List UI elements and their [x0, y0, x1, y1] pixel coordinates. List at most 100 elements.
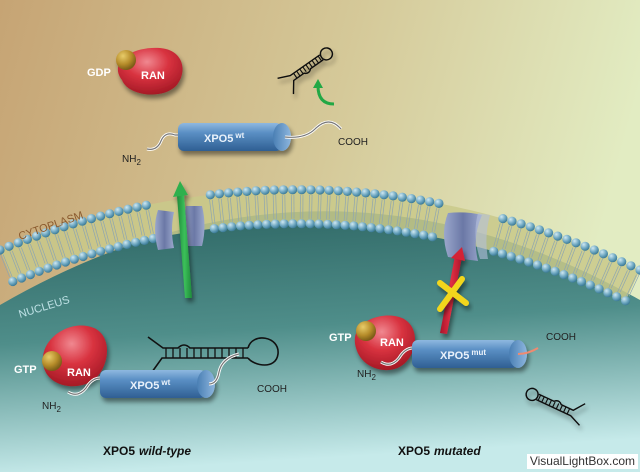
lipid-head	[506, 251, 516, 262]
nucleus-region	[0, 211, 640, 472]
xpo5-label: XPO5	[204, 133, 233, 145]
lipid-head	[544, 228, 554, 238]
ran-gdp-complex: GDP RAN	[87, 47, 183, 95]
lipid-head	[603, 288, 613, 298]
lipid-head	[227, 222, 237, 232]
lipid-head	[123, 204, 133, 214]
lipid-head	[77, 216, 87, 226]
xpo5-label: XPO5	[440, 350, 469, 362]
truncated-c-terminus	[517, 347, 539, 355]
lipid-head	[132, 202, 142, 212]
svg-text:NH2: NH2	[42, 401, 61, 414]
gtp-nucleotide	[42, 351, 62, 371]
lipid-head	[253, 220, 263, 230]
ran-label: RAN	[380, 337, 404, 349]
lipid-head	[406, 194, 416, 204]
export-arrow	[173, 181, 192, 298]
lipid-head	[534, 225, 545, 235]
lipid-head	[288, 185, 298, 195]
lipid-head	[269, 185, 279, 195]
lipid-head	[68, 219, 78, 229]
lipid-head	[113, 242, 123, 252]
lipid-head	[270, 219, 280, 229]
release-arrow	[313, 79, 335, 106]
lipid-head	[498, 214, 508, 224]
c-terminus-label: COOH	[257, 384, 287, 395]
lipid-head	[384, 225, 394, 235]
cytoplasm-mirna-hairpin	[277, 47, 334, 95]
lipid-head	[612, 292, 622, 302]
ran-label: RAN	[141, 70, 165, 82]
lipid-head	[416, 195, 426, 205]
gtp-label: GTP	[329, 332, 352, 344]
lipid-head	[357, 222, 368, 232]
lipid-head	[608, 253, 618, 263]
lipid-head	[635, 265, 640, 275]
lipid-head	[379, 190, 389, 200]
n-terminus-subscript: 2	[371, 373, 376, 382]
lipid-head	[244, 220, 254, 230]
lipid-head	[131, 237, 141, 247]
lipid-head	[410, 229, 420, 239]
lipid-head	[25, 270, 35, 280]
lipid-head	[489, 246, 499, 256]
lipid-head	[60, 257, 71, 267]
lipid-head	[401, 227, 411, 237]
lipid-head	[105, 209, 115, 219]
lipid-head	[288, 219, 298, 229]
xpo5-superscript: mut	[471, 348, 486, 357]
xpo5-cylinder-end	[273, 123, 291, 151]
lipid-head	[598, 249, 609, 259]
lipid-head	[516, 219, 526, 229]
lipid-head	[497, 249, 507, 259]
n-terminus-subscript: 2	[56, 405, 61, 414]
lipid-head	[388, 191, 398, 201]
lipid-head	[262, 219, 272, 229]
lipid-head	[585, 280, 595, 290]
lipid-head	[370, 189, 380, 199]
lipid-head	[594, 284, 604, 294]
lipid-head	[323, 219, 333, 229]
nuclear-pore-right	[444, 212, 490, 261]
lipid-head	[205, 190, 215, 200]
lipid-head	[4, 241, 14, 251]
xpo5-label: XPO5	[130, 380, 159, 392]
lipid-head	[34, 266, 44, 276]
retained-mirna-hairpin	[525, 387, 586, 426]
caption-gene: XPO5	[103, 444, 135, 458]
lipid-head	[139, 235, 149, 245]
n-terminus-label: NH	[357, 369, 371, 380]
lipid-head	[13, 238, 23, 248]
lipid-head	[305, 219, 315, 229]
lipid-head	[576, 276, 587, 287]
xpo5-cylinder-end	[197, 370, 215, 398]
lipid-head	[214, 189, 224, 199]
lipid-head	[553, 231, 563, 241]
lipid-head	[349, 221, 359, 231]
lipid-head	[397, 192, 407, 202]
svg-text:NH2: NH2	[357, 369, 376, 382]
lipid-head	[96, 246, 106, 256]
lipid-head	[251, 186, 261, 196]
lipid-head	[279, 219, 289, 229]
lipid-head	[78, 251, 88, 262]
lipid-head	[532, 260, 543, 270]
lipid-head	[104, 244, 114, 254]
watermark: VisualLightBox.com	[526, 454, 638, 469]
lipid-head	[141, 200, 151, 210]
lipid-head	[59, 222, 69, 232]
lipid-head	[96, 211, 106, 221]
lipid-head	[375, 224, 385, 234]
lipid-head	[114, 206, 124, 216]
lipid-head	[580, 241, 590, 251]
ran-protein	[42, 325, 107, 387]
blocked-x-icon	[437, 276, 469, 312]
svg-text:NH2: NH2	[122, 154, 141, 167]
lipid-head	[562, 234, 572, 244]
lipid-head	[525, 222, 535, 232]
